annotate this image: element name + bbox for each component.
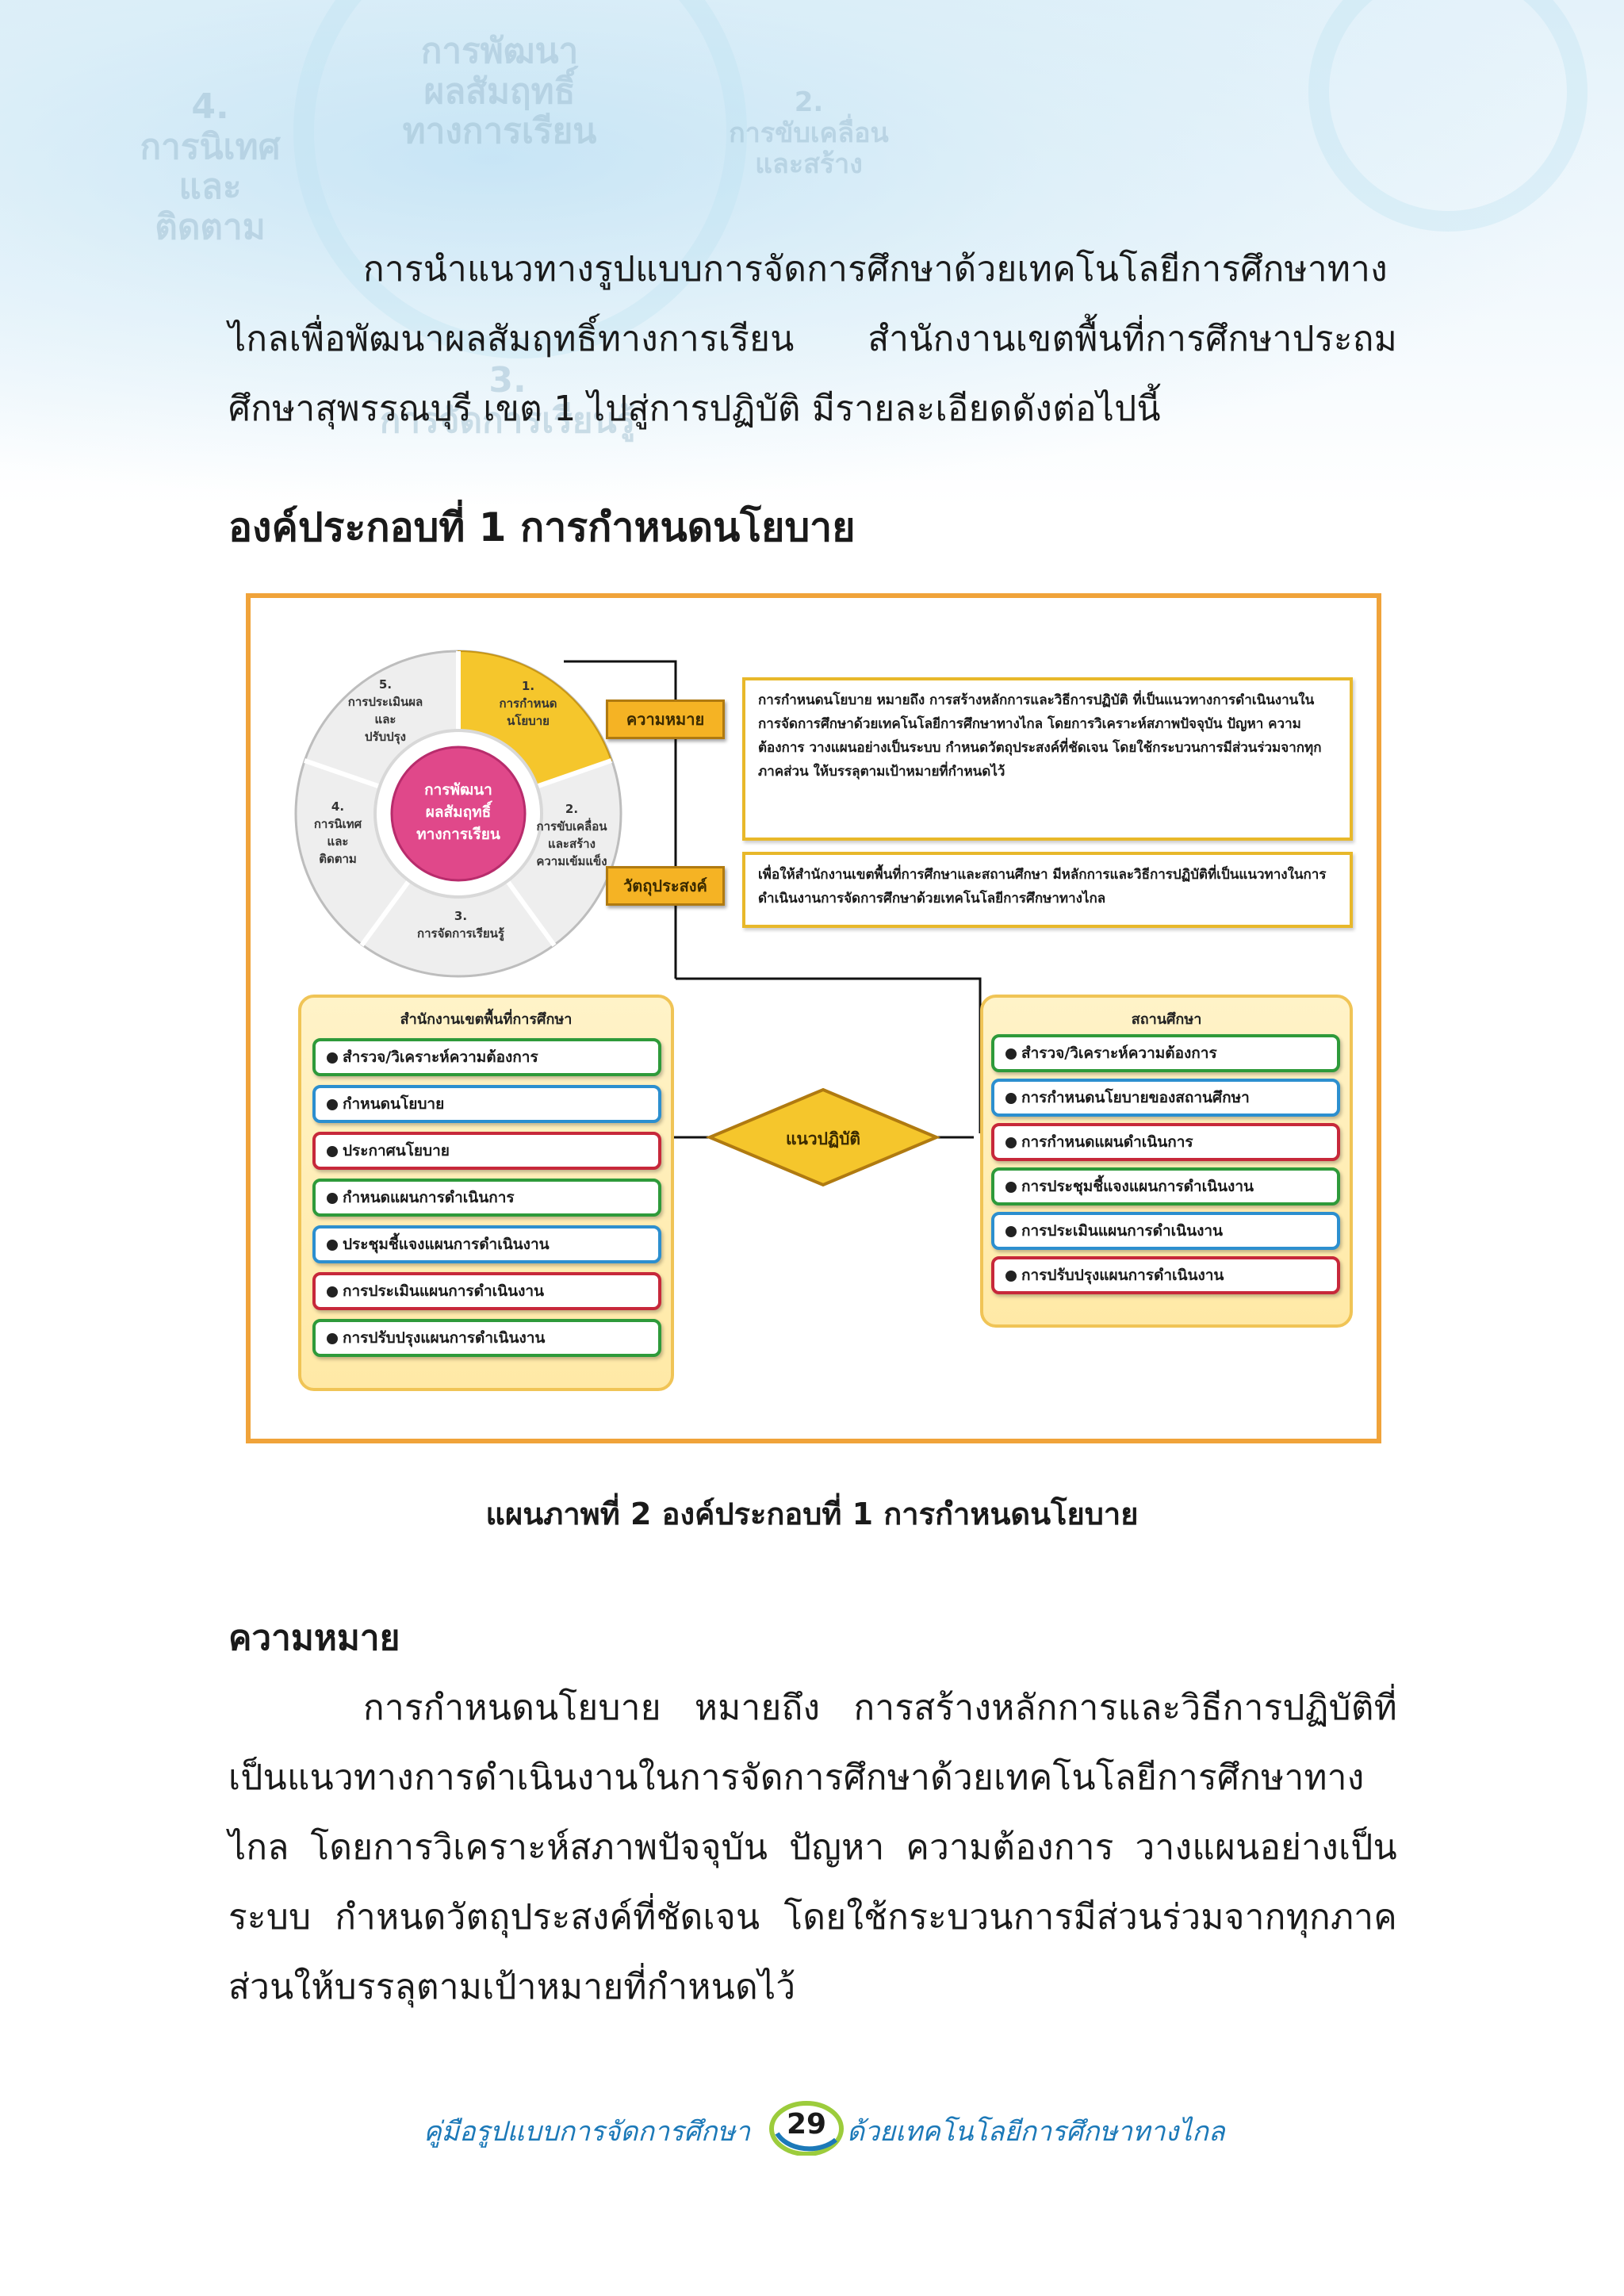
practice-diamond [705, 1087, 941, 1187]
school-step-2: การกำหนดนโยบายของสถานศึกษา [991, 1079, 1340, 1117]
school-step-6-label: การปรับปรุงแผนการดำเนินงาน [1021, 1267, 1224, 1284]
wheel-label-5: 5. การประเมินผล และ ปรับปรุง [347, 677, 423, 744]
background-ghost-bottom: 3. การจัดการเรียนรู้ [379, 360, 636, 441]
background-ghost-left: 4. การนิเทศ และ ติดตาม [140, 86, 281, 247]
district-step-3-label: ประกาศนโยบาย [343, 1142, 450, 1159]
wheel-hub [390, 746, 527, 882]
bullet-icon [1005, 1092, 1017, 1104]
meaning-heading: ความหมาย [228, 1618, 400, 1658]
bullet-icon [327, 1052, 338, 1064]
section-heading: องค์ประกอบที่ 1 การกำหนดนโยบาย [228, 504, 856, 550]
bullet-icon [1005, 1270, 1017, 1282]
policy-diagram: 1. การกำหนด นโยบาย 2. การขับเคลื่อน และส… [246, 593, 1381, 1443]
district-step-4-label: กำหนดแผนการดำเนินการ [343, 1189, 515, 1206]
wheel-label-4: 4. การนิเทศ และ ติดตาม [313, 799, 362, 866]
wheel-hub-label: การพัฒนา ผลสัมฤทธิ์ ทางการเรียน [416, 781, 500, 843]
page-footer: คู่มือรูปแบบการจัดการศึกษา 29 ด้วยเทคโนโ… [0, 2099, 1624, 2162]
bullet-icon [1005, 1225, 1017, 1237]
bullet-icon [327, 1145, 338, 1157]
district-step-5-label: ประชุมชี้แจงแผนการดำเนินงาน [343, 1236, 550, 1253]
bullet-icon [327, 1332, 338, 1344]
intro-paragraph: การนำแนวทางรูปแบบการจัดการศึกษาด้วยเทคโน… [228, 249, 1397, 429]
school-title: สถานศึกษา [1131, 1011, 1202, 1028]
district-step-3: ประกาศนโยบาย [312, 1132, 661, 1170]
bullet-icon [327, 1286, 338, 1297]
district-step-5: ประชุมชี้แจงแผนการดำเนินงาน [312, 1225, 661, 1263]
page-number-badge: 29 [769, 2099, 844, 2156]
objective-box: เพื่อให้สำนักงานเขตพื้นที่การศึกษาและสถา… [742, 852, 1353, 928]
bullet-icon [1005, 1048, 1017, 1060]
bullet-icon [1005, 1181, 1017, 1193]
wheel-label-1: 1. การกำหนด นโยบาย [499, 679, 557, 728]
school-step-5-label: การประเมินแผนการดำเนินงาน [1021, 1222, 1224, 1240]
bullet-icon [327, 1239, 338, 1251]
school-step-6: การปรับปรุงแผนการดำเนินงาน [991, 1256, 1340, 1294]
district-step-1-label: สำรวจ/วิเคราะห์ความต้องการ [343, 1048, 538, 1066]
meaning-box: การกำหนดนโยบาย หมายถึง การสร้างหลักการแล… [742, 677, 1353, 841]
school-step-3: การกำหนดแผนดำเนินการ [991, 1123, 1340, 1161]
bullet-icon [327, 1098, 338, 1110]
district-step-2-label: กำหนดนโยบาย [343, 1095, 445, 1113]
footer-title-left: คู่มือรูปแบบการจัดการศึกษา [423, 2116, 750, 2148]
wheel-label-2: 2. การขับเคลื่อน และสร้าง ความเข้มแข็ง [536, 802, 607, 868]
background-ghost-center: การพัฒนา ผลสัมฤทธิ์ ทางการเรียน [402, 31, 597, 152]
district-step-7-label: การปรับปรุงแผนการดำเนินงาน [343, 1329, 546, 1347]
figure-caption: แผนภาพที่ 2 องค์ประกอบที่ 1 การกำหนดนโยบ… [485, 1497, 1139, 1531]
school-step-4: การประชุมชี้แจงแผนการดำเนินงาน [991, 1167, 1340, 1205]
district-step-6-label: การประเมินแผนการดำเนินงาน [343, 1282, 545, 1300]
school-step-1: สำรวจ/วิเคราะห์ความต้องการ [991, 1034, 1340, 1072]
meaning-paragraph: การกำหนดนโยบาย หมายถึง การสร้างหลักการแล… [228, 1688, 1397, 2007]
page-number: 29 [786, 2108, 827, 2141]
wheel-label-3: 3. การจัดการเรียนรู้ [417, 909, 504, 941]
footer-title-right: ด้วยเทคโนโลยีการศึกษาทางไกล [847, 2116, 1225, 2148]
district-step-1: สำรวจ/วิเคราะห์ความต้องการ [312, 1038, 661, 1076]
district-office-title: สำนักงานเขตพื้นที่การศึกษา [400, 1011, 573, 1028]
diagram-connectors [294, 650, 982, 1187]
district-step-2: กำหนดนโยบาย [312, 1085, 661, 1123]
district-step-4: กำหนดแผนการดำเนินการ [312, 1179, 661, 1217]
school-step-2-label: การกำหนดนโยบายของสถานศึกษา [1021, 1089, 1250, 1106]
bullet-icon [327, 1192, 338, 1204]
district-step-6: การประเมินแผนการดำเนินงาน [312, 1272, 661, 1310]
objective-tag: วัตถุประสงค์ [606, 866, 725, 906]
school-step-4-label: การประชุมชี้แจงแผนการดำเนินงาน [1021, 1178, 1254, 1195]
practice-diamond-label: แนวปฏิบัติ [785, 1129, 861, 1148]
district-step-7: การปรับปรุงแผนการดำเนินงาน [312, 1319, 661, 1357]
meaning-tag: ความหมาย [606, 700, 725, 739]
school-step-1-label: สำรวจ/วิเคราะห์ความต้องการ [1021, 1045, 1217, 1062]
background-ghost-right: 2. การขับเคลื่อน และสร้าง [729, 86, 889, 181]
school-step-3-label: การกำหนดแผนดำเนินการ [1021, 1133, 1193, 1151]
school-step-5: การประเมินแผนการดำเนินงาน [991, 1212, 1340, 1250]
bullet-icon [1005, 1137, 1017, 1148]
page-badge-icon [769, 2101, 844, 2156]
